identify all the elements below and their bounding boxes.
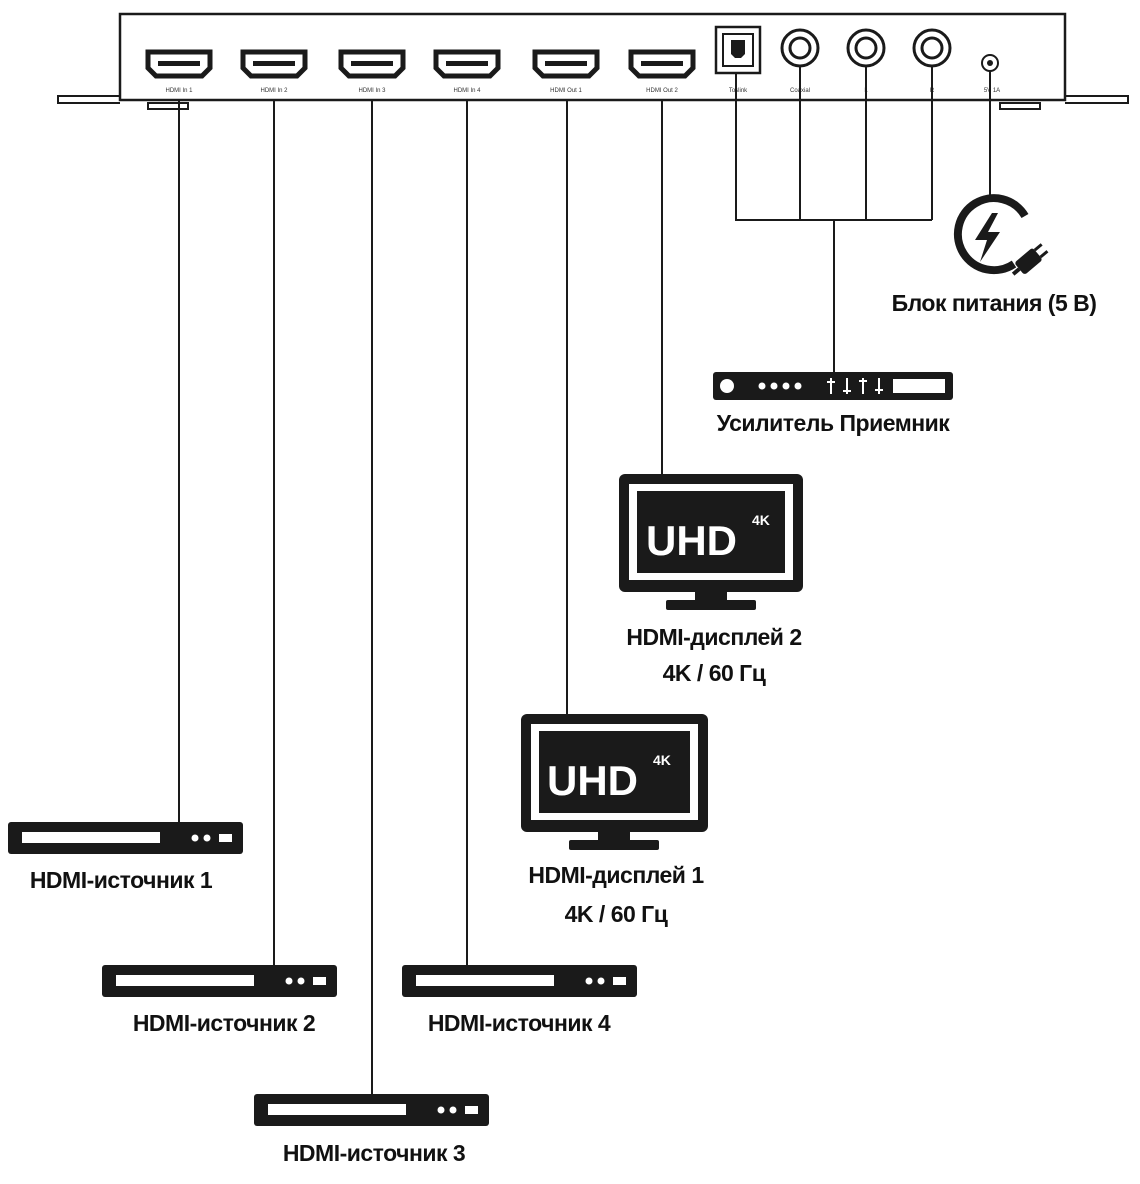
- hdmi-source-1-icon: [8, 822, 243, 854]
- hdmi-port-out-1: [532, 49, 600, 79]
- audio-r-port: [912, 28, 952, 68]
- mounting-flange-right: [999, 95, 1129, 110]
- hdmi-port-in-3: [338, 49, 406, 79]
- hdmi-source-2-icon: [102, 965, 337, 997]
- uhd-4k-sup: 4K: [653, 752, 671, 768]
- display-1-name: HDMI-дисплей 1: [528, 862, 704, 888]
- hdmi-port-in-2: [240, 49, 308, 79]
- power-supply-label: Блок питания (5 В): [891, 290, 1097, 316]
- source-1-label: HDMI-источник 1: [29, 867, 213, 893]
- amplifier-receiver-icon: [713, 372, 953, 400]
- port-label: HDMI In 1: [165, 88, 193, 94]
- port-label: HDMI In 4: [453, 88, 481, 94]
- cables: [178, 66, 991, 1094]
- port-label: 5V 1A: [984, 88, 1000, 94]
- source-4-label: HDMI-источник 4: [427, 1010, 611, 1036]
- port-label: HDMI In 3: [358, 88, 386, 94]
- hdmi-port-in-4: [433, 49, 501, 79]
- uhd-badge: UHD: [646, 517, 737, 564]
- display-2-name: HDMI-дисплей 2: [626, 624, 802, 650]
- port-label: HDMI Out 2: [646, 88, 678, 94]
- coaxial-port: [780, 28, 820, 68]
- port-label: HDMI Out 1: [550, 88, 582, 94]
- port-label: HDMI In 2: [260, 88, 288, 94]
- uhd-badge: UHD: [547, 757, 638, 804]
- hdmi-display-2-icon: UHD 4K: [619, 474, 803, 610]
- cable-audio-bundle: [735, 66, 933, 372]
- display-1-spec: 4K / 60 Гц: [564, 901, 668, 927]
- amplifier-label: Усилитель Приемник: [716, 410, 950, 436]
- dc-power-port: [981, 54, 999, 72]
- audio-l-port: [846, 28, 886, 68]
- power-supply-icon: [953, 194, 1049, 276]
- display-2-spec: 4K / 60 Гц: [662, 660, 766, 686]
- hdmi-port-out-2: [628, 49, 696, 79]
- toslink-port: [714, 25, 762, 75]
- hdmi-source-3-icon: [254, 1094, 489, 1126]
- port-label: Toslink: [729, 88, 748, 94]
- mounting-flange-left: [57, 95, 189, 110]
- hdmi-display-1-icon: UHD 4K: [521, 714, 708, 850]
- source-3-label: HDMI-источник 3: [282, 1140, 466, 1166]
- hdmi-source-4-icon: [402, 965, 637, 997]
- hdmi-port-in-1: [145, 49, 213, 79]
- source-2-label: HDMI-источник 2: [132, 1010, 316, 1036]
- uhd-4k-sup: 4K: [752, 512, 770, 528]
